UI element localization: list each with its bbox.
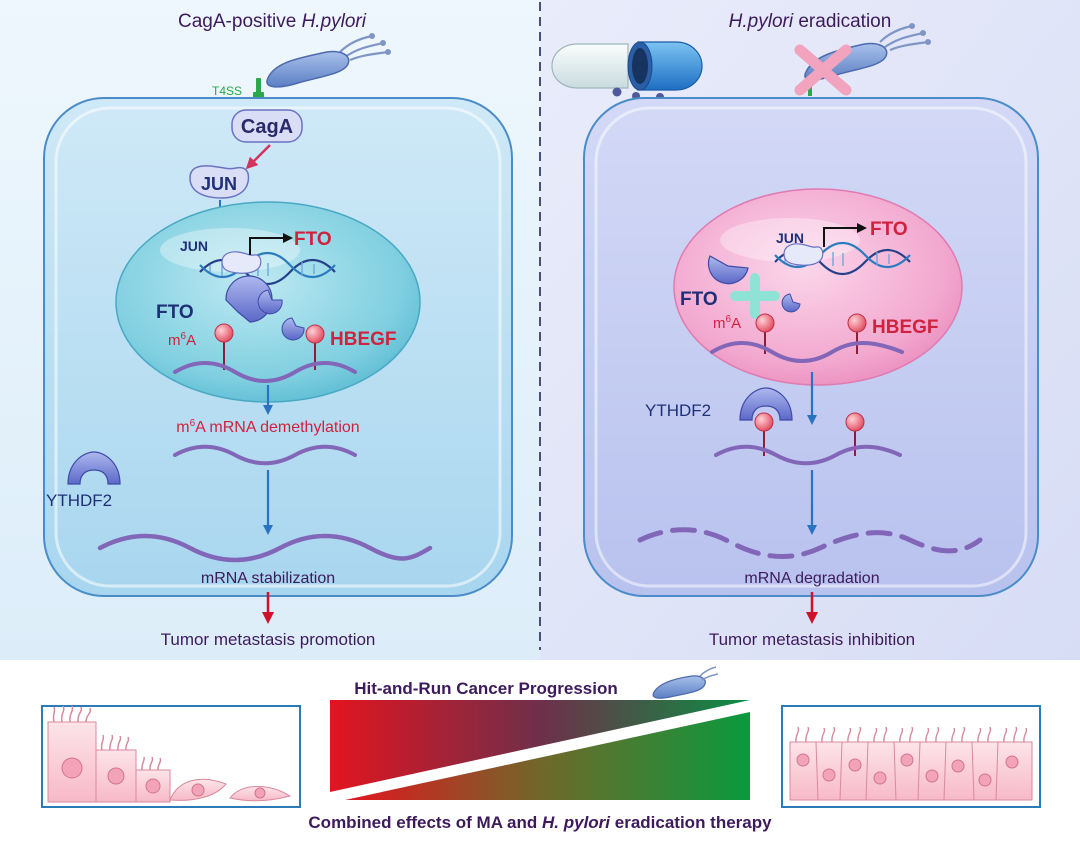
metastatic-cells-illustration: [47, 705, 292, 803]
t4ss-label: T4SS: [212, 84, 242, 98]
jun-protein: [189, 165, 250, 199]
caga-protein: [231, 109, 303, 143]
jun-inner-label: JUN: [180, 238, 208, 254]
fto-gene-label: FTO: [294, 229, 332, 250]
ythdf2-label-right: YTHDF2: [645, 401, 711, 420]
ythdf2-protein-icon-left: [67, 451, 121, 485]
fto-protein-label: FTO: [156, 302, 194, 323]
hbegf-label-left: HBEGF: [330, 329, 397, 350]
right-title: H.pylori eradication: [729, 11, 892, 32]
degradation-label: mRNA degradation: [744, 570, 879, 587]
progression-title: Hit-and-Run Cancer Progression: [354, 679, 618, 698]
jun-label: JUN: [201, 174, 237, 194]
normal-epithelium-illustration: [789, 726, 1033, 801]
fto-small-protein-icon-right: [781, 293, 801, 313]
ythdf2-label-left: YTHDF2: [46, 491, 112, 510]
m6a-pin-right-4: [845, 412, 865, 456]
t4ss-channel-icon: [253, 78, 264, 100]
fto-small-protein-icon-2: [281, 317, 305, 341]
fto-protein-icon: [225, 275, 273, 323]
fto-transcription-arrow: [249, 233, 293, 255]
m6a-label-right: m6A: [713, 314, 741, 332]
jun-bound-dna-icon-right: [783, 243, 824, 266]
hbegf-label-right: HBEGF: [872, 317, 939, 338]
right-nucleus: [673, 188, 963, 386]
right-cell-highlight: [594, 106, 1028, 588]
fto-inhibition-cross-icon: [730, 273, 780, 319]
inhibited-fto-protein-icon: [707, 255, 749, 285]
caga-to-jun-arrow: [245, 144, 271, 170]
combined-effects-caption: Combined effects of MA and H. pylori era…: [308, 813, 772, 832]
hbegf-mrna-left: [173, 361, 357, 383]
fto-small-protein-icon: [257, 289, 283, 315]
ythdf2-protein-icon-right: [739, 387, 793, 421]
hbegf-mrna-right: [710, 341, 904, 363]
caga-label: CagA: [241, 116, 293, 138]
jun-label-right: JUN: [776, 230, 804, 246]
left-outcome-label: Tumor metastasis promotion: [161, 630, 376, 649]
fto-gene-label-right: FTO: [870, 219, 908, 240]
small-bacterium-icon: [652, 666, 719, 699]
hpylori-bacterium-icon: [266, 33, 391, 88]
degraded-mrna: [637, 527, 983, 560]
left-title: CagA-positive H.pylori: [178, 11, 367, 32]
demethylation-label: m6A mRNA demethylation: [176, 418, 359, 436]
drug-capsule-icon: [551, 41, 703, 91]
methylated-mrna-right: [714, 444, 902, 466]
fto-protein-label-right: FTO: [680, 289, 718, 310]
stable-mrna: [97, 533, 433, 563]
stabilization-label: mRNA stabilization: [201, 570, 335, 587]
progression-wedge-green: [345, 712, 750, 800]
fto-transcription-arrow-right: [823, 223, 867, 247]
eradication-cross-icon: [794, 44, 852, 96]
jun-bound-dna-icon: [221, 251, 262, 274]
progression-wedge-red: [330, 700, 750, 792]
m6a-label-left: m6A: [168, 331, 196, 349]
right-outcome-label: Tumor metastasis inhibition: [709, 630, 915, 649]
demethylated-mrna: [173, 444, 357, 466]
left-cell-highlight: [54, 106, 502, 588]
